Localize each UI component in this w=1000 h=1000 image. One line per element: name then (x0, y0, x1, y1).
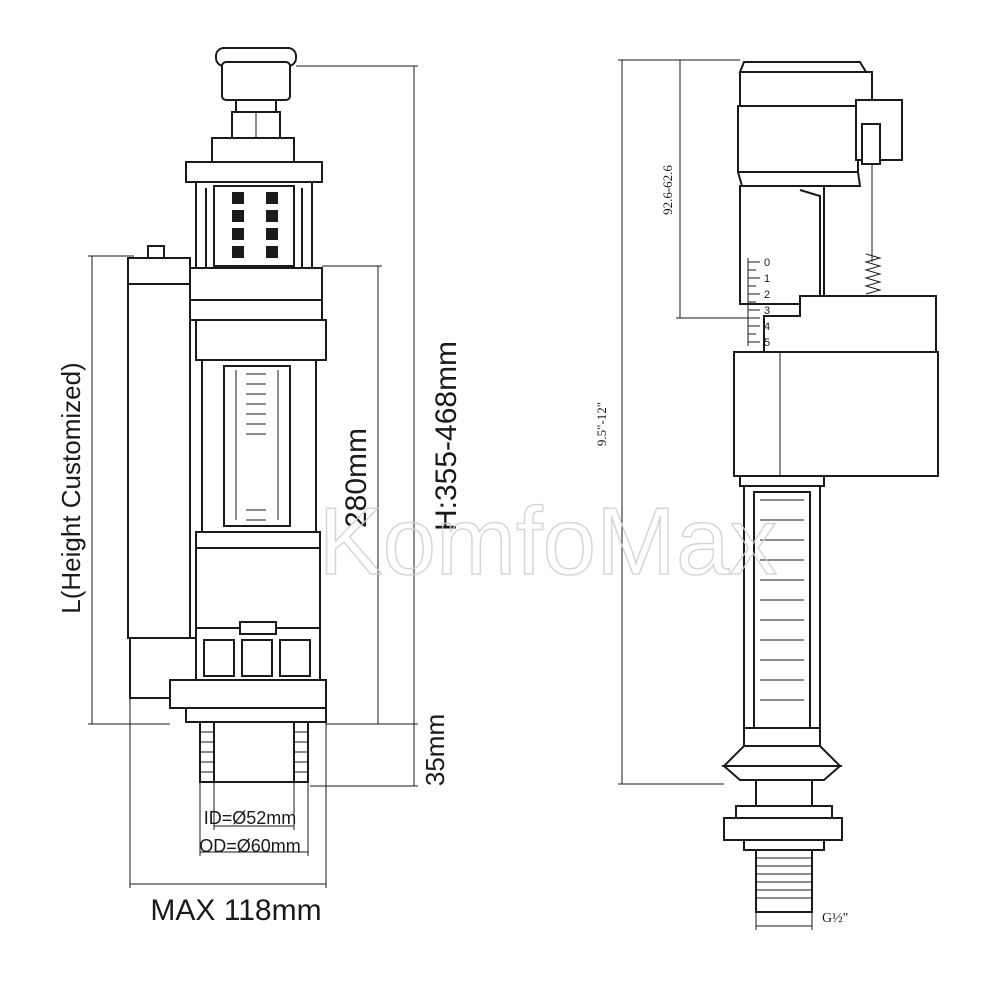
right-dimension-lines (618, 59, 813, 930)
scale-mark-5: 5 (764, 337, 770, 349)
inner-height-label: 280mm (340, 428, 373, 528)
watermark: KomfoMax (319, 488, 778, 595)
scale-mark-4: 4 (764, 321, 770, 333)
base-height-label: 35mm (420, 714, 450, 786)
scale-mark-3: 3 (764, 305, 770, 317)
left-dimension-lines (88, 65, 418, 888)
scale-mark-1: 1 (764, 273, 770, 285)
fill-valve-drawing (721, 61, 939, 913)
inner-diameter-label: ID=Ø52mm (204, 808, 297, 828)
max-width-label: MAX 118mm (150, 894, 321, 927)
scale-mark-0: 0 (764, 257, 770, 269)
thread-label: G½" (822, 911, 848, 926)
adjust-range-label: 92.6-62.6 (660, 165, 675, 215)
height-inch-label: 9.5"-12" (594, 402, 609, 446)
length-label: L(Height Customized) (56, 362, 86, 613)
scale-mark-2: 2 (764, 289, 770, 301)
flush-valve-drawing (127, 47, 327, 783)
adjustment-scale: 0 1 2 3 4 5 (764, 257, 770, 349)
outer-diameter-label: OD=Ø60mm (199, 836, 301, 856)
height-range-label: H:355-468mm (430, 341, 463, 531)
